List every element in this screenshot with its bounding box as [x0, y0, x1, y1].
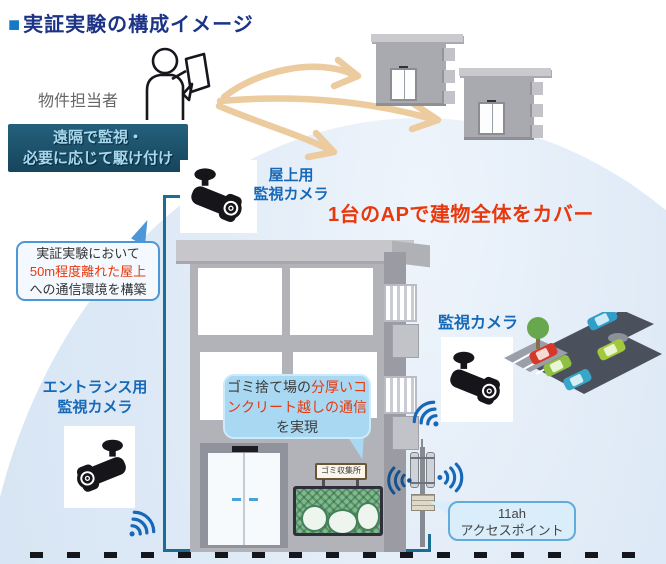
rooftop-camera-label: 屋上用 監視カメラ	[253, 167, 329, 203]
access-point-antenna	[410, 452, 419, 488]
title-bullet: ■	[8, 14, 22, 36]
building-balcony	[442, 91, 455, 104]
building-door	[390, 66, 417, 101]
connector-arrow-line	[163, 195, 188, 198]
coverage-headline: 1台のAPで建物全体をカバー	[328, 204, 594, 226]
page-title-text: 実証実験の構成イメージ	[23, 14, 254, 36]
bullet-camera-icon	[450, 351, 500, 405]
car-icon	[543, 355, 572, 377]
page-title: ■実証実験の構成イメージ	[8, 8, 254, 37]
entrance-door-split	[243, 453, 245, 545]
connector-line-pole-stub	[428, 534, 431, 552]
bullet-camera-icon	[191, 168, 242, 223]
building-balcony	[530, 125, 543, 138]
person-icon	[145, 47, 211, 120]
ground-dashed-line	[30, 552, 658, 558]
main-building-balcony-2	[384, 376, 417, 414]
bullet-camera-icon	[76, 439, 126, 492]
entrance-camera-box	[64, 426, 135, 508]
apartment-building-1	[371, 34, 463, 106]
main-building-balcony-1	[384, 284, 417, 322]
connector-line-vertical	[163, 195, 166, 552]
garbage-net-enclosure	[293, 486, 383, 536]
car-icon	[597, 339, 626, 361]
window	[290, 268, 373, 335]
rooftop-camera-box	[180, 160, 257, 233]
parking-camera-label: 監視カメラ	[438, 315, 519, 332]
car-icon	[529, 343, 558, 365]
building-balcony	[442, 48, 455, 61]
parking-camera-box	[441, 337, 513, 422]
access-point-unit	[411, 494, 435, 511]
antenna-crossbar	[410, 457, 435, 459]
remote-monitor-line1: 遠隔で監視・	[52, 129, 143, 146]
garbage-callout: ゴミ捨て場の分厚いコンクリート越しの通信を実現	[223, 374, 371, 439]
garbage-bag	[327, 509, 358, 533]
door-handle	[232, 498, 241, 501]
garbage-sign-leg	[356, 479, 359, 488]
access-point-callout: 11ah アクセスポイント	[448, 501, 576, 541]
door-handle	[249, 498, 258, 501]
building-roof	[459, 68, 551, 76]
main-building-ac-unit-2	[392, 416, 419, 450]
rooftop-callout: 実証実験において 50m程度離れた屋上 への通信環境を構築	[16, 241, 160, 301]
road-patch	[608, 333, 628, 343]
garbage-sign-leg	[322, 479, 325, 488]
parking-lot-illustration	[504, 312, 662, 394]
apartment-building-2	[459, 68, 551, 140]
building-balcony	[442, 70, 455, 83]
access-point-pole-tip	[421, 439, 423, 448]
building-balcony	[530, 82, 543, 95]
access-point-antenna	[426, 452, 435, 488]
building-balcony	[530, 104, 543, 117]
main-building-ac-unit-1	[392, 324, 419, 358]
garbage-bag	[301, 505, 328, 532]
garbage-sign: ゴミ収集所	[315, 463, 367, 480]
main-building-parapet	[176, 240, 414, 264]
tree-icon	[527, 317, 549, 349]
car-icon	[587, 312, 618, 331]
entrance-camera-label: エントランス用 監視カメラ	[42, 379, 148, 416]
building-roof	[371, 34, 463, 42]
remote-monitor-box: 遠隔で監視・ 必要に応じて駆け付け	[8, 124, 188, 172]
garbage-bag	[356, 502, 380, 531]
window	[198, 268, 282, 335]
entrance-sign-bar	[232, 446, 258, 452]
car-icon	[563, 369, 592, 391]
antenna-crossbar	[410, 482, 435, 484]
building-door	[478, 100, 505, 135]
remote-monitor-line2: 必要に応じて駆け付け	[22, 150, 173, 167]
person-label: 物件担当者	[38, 93, 119, 110]
